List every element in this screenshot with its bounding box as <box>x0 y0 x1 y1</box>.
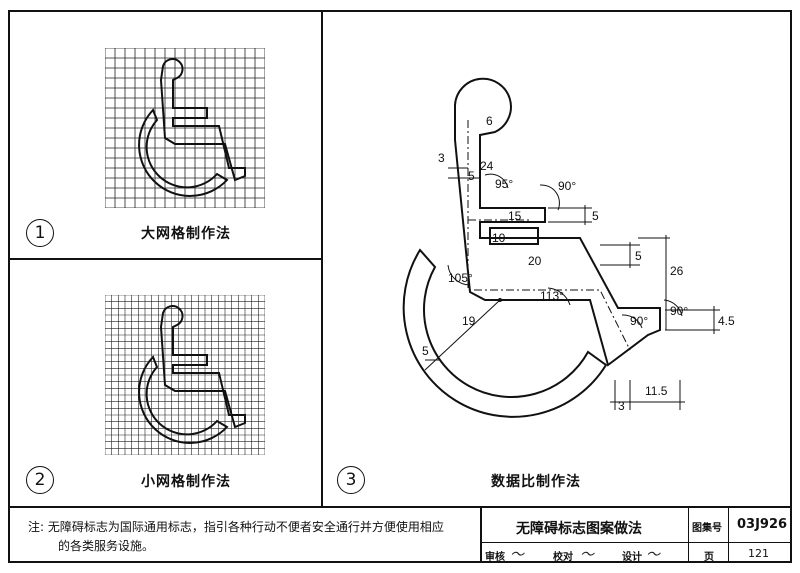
design-label: 设计 <box>622 552 642 563</box>
panel-3-caption: 数据比制作法 <box>491 474 581 490</box>
small-grid-figure <box>105 295 265 455</box>
panel-2-caption: 小网格制作法 <box>141 474 231 490</box>
wheelchair-symbol-outline-small <box>138 305 246 444</box>
dim-26: 26 <box>670 264 684 278</box>
titleblock-atlas-divider <box>688 506 689 563</box>
page-number: 121 <box>748 547 769 560</box>
drawing-sheet <box>8 10 792 563</box>
dim-20: 20 <box>528 254 542 268</box>
angle-95: 95° <box>495 177 513 191</box>
dim-5d: 5 <box>422 344 429 358</box>
wheelchair-symbol-outline <box>138 58 246 197</box>
note-line-1: 注: 无障碍标志为国际通用标志，指引各种行动不便者安全通行并方便使用相应 <box>28 520 444 534</box>
symbol-head-body <box>454 77 661 367</box>
angle-90b: 90° <box>630 314 648 328</box>
angle-90c: 90° <box>670 304 688 318</box>
panel-divider-horizontal <box>8 258 322 260</box>
design-signature: 〜 <box>646 547 660 563</box>
atlas-label: 图集号 <box>692 523 722 534</box>
dim-10: 10 <box>492 231 506 245</box>
review-label: 审核 <box>485 552 505 563</box>
dim-3: 3 <box>438 151 445 165</box>
footer-note: 注: 无障碍标志为国际通用标志，指引各种行动不便者安全通行并方便使用相应 的各类… <box>28 518 468 556</box>
dim-5b: 5 <box>592 209 599 223</box>
dim-15: 15 <box>508 209 522 223</box>
large-grid-figure <box>105 48 265 208</box>
drawing-title: 无障碍标志图案做法 <box>516 521 642 537</box>
dim-4-5: 4.5 <box>718 314 735 328</box>
dim-24: 24 <box>480 159 494 173</box>
angle-113: 113° <box>540 289 564 303</box>
dim-5c: 5 <box>635 249 642 263</box>
dim-11-5: 11.5 <box>645 384 668 398</box>
page-label: 页 <box>704 552 714 563</box>
check-label: 校对 <box>553 552 573 563</box>
note-line-2: 的各类服务设施。 <box>58 539 155 553</box>
titleblock-row-divider <box>480 542 792 543</box>
dim-3b: 3 <box>618 399 625 413</box>
dim-head: 6 <box>486 114 493 128</box>
symbol-seat <box>489 227 539 245</box>
review-signature: 〜 <box>510 547 524 563</box>
titleblock-left-border <box>480 506 482 563</box>
dim-19: 19 <box>462 314 476 328</box>
footer-divider <box>8 506 792 508</box>
panel-2-number: 2 <box>26 466 54 494</box>
panel-3-number: 3 <box>337 466 365 494</box>
atlas-code: 03J926 <box>737 517 788 532</box>
dim-5a: 5 <box>468 169 475 183</box>
check-signature: 〜 <box>580 547 594 563</box>
data-ratio-figure: 6 3 5 24 95° 90° 15 5 10 20 5 26 105° 11… <box>402 77 735 418</box>
panel-1-number: 1 <box>26 219 54 247</box>
angle-90a: 90° <box>558 179 576 193</box>
panel-1-caption: 大网格制作法 <box>141 226 231 242</box>
titleblock-atlas-divider-2 <box>728 506 729 563</box>
angle-105: 105° <box>448 271 473 285</box>
symbol-wheel <box>402 248 608 418</box>
